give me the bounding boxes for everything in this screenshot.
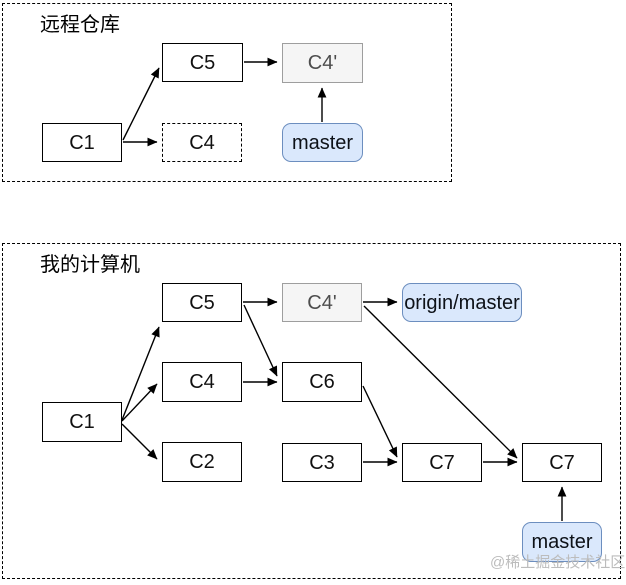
- node-remote-c5: C5: [162, 43, 243, 82]
- remote-repo-title: 远程仓库: [40, 14, 120, 36]
- node-local-c1: C1: [42, 402, 122, 442]
- node-local-c3: C3: [282, 443, 362, 482]
- node-local-origin-master: origin/master: [402, 283, 522, 322]
- node-remote-c1: C1: [42, 123, 122, 162]
- node-remote-master: master: [282, 123, 363, 162]
- node-local-c4: C4: [162, 362, 242, 402]
- node-local-master: master: [522, 522, 602, 562]
- local-computer-frame: 我的计算机: [2, 243, 621, 579]
- node-remote-c4-prime: C4': [282, 43, 363, 83]
- node-local-c7-merge: C7: [402, 443, 482, 482]
- node-local-c7-head: C7: [522, 443, 602, 482]
- node-local-c4-prime: C4': [282, 283, 362, 322]
- watermark: @稀土掘金技术社区: [490, 554, 626, 571]
- node-local-c6: C6: [282, 362, 362, 402]
- node-local-c2: C2: [162, 442, 242, 482]
- node-local-c5: C5: [162, 283, 242, 322]
- remote-repo-frame: 远程仓库: [2, 3, 452, 182]
- local-computer-title: 我的计算机: [40, 254, 140, 276]
- node-remote-c4: C4: [162, 123, 242, 162]
